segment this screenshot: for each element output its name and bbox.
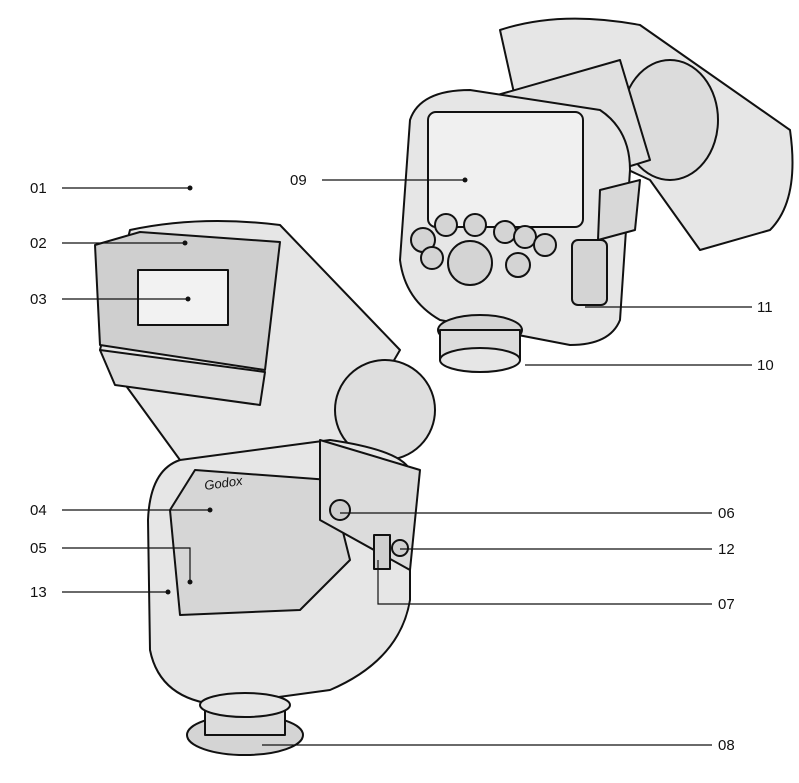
- usb-port-cover: [571, 239, 608, 306]
- rear-flash-head: [399, 17, 794, 373]
- callout-01: 01: [30, 180, 47, 197]
- callout-03: 03: [30, 291, 47, 308]
- callout-11: 11: [757, 299, 773, 316]
- callout-02: 02: [30, 235, 47, 252]
- callout-08: 08: [718, 737, 735, 754]
- lcd-screen: [427, 111, 584, 228]
- callout-07: 07: [718, 596, 735, 613]
- callout-06: 06: [718, 505, 735, 522]
- callout-12: 12: [718, 541, 735, 558]
- brand-logo: Godox: [203, 473, 244, 493]
- flash-tube-window: [137, 269, 229, 326]
- callout-13: 13: [30, 584, 47, 601]
- front-flash: [94, 220, 436, 756]
- callout-10: 10: [757, 357, 774, 374]
- callout-09: 09: [290, 172, 307, 189]
- callout-04: 04: [30, 502, 47, 519]
- callout-05: 05: [30, 540, 47, 557]
